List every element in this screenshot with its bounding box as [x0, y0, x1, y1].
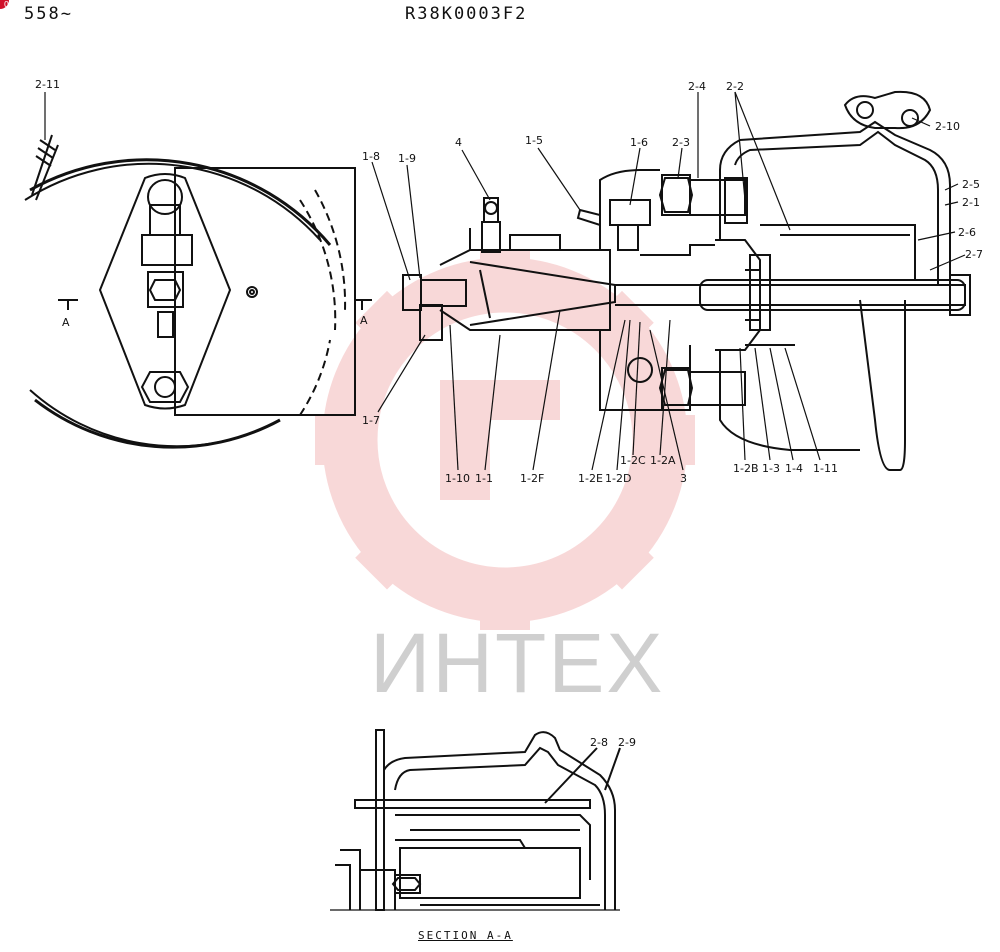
- page-badge: 0: [0, 0, 9, 9]
- callout-1-3: 1-3: [762, 462, 780, 475]
- callout-1-8: 1-8: [362, 150, 380, 163]
- wheel-flange-view: [24, 134, 372, 449]
- callout-4: 4: [455, 136, 462, 149]
- callout-1-10: 1-10: [445, 472, 470, 485]
- callout-1-4: 1-4: [785, 462, 803, 475]
- callout-leaders: [44, 91, 966, 471]
- callout-2-9: 2-9: [618, 736, 636, 749]
- section-a-a-labels: 2-8 2-9: [590, 736, 636, 749]
- callout-3: 3: [680, 472, 687, 485]
- callout-labels: 2-11 4 1-5 1-6 2-3 2-4 2-2 2-10 2-5 2-1 …: [35, 78, 983, 485]
- callout-2-7: 2-7: [965, 248, 983, 261]
- section-a-a-view: [330, 729, 621, 911]
- callout-2-3: 2-3: [672, 136, 690, 149]
- section-marker-right: A: [360, 314, 368, 327]
- serial-range: 558~: [24, 4, 73, 24]
- watermark-text: ИНТЕХ: [370, 616, 665, 710]
- callout-1-2D: 1-2D: [605, 472, 631, 485]
- callout-2-10: 2-10: [935, 120, 960, 133]
- callout-2-5: 2-5: [962, 178, 980, 191]
- callout-1-5: 1-5: [525, 134, 543, 147]
- section-caption: SECTION A-A: [418, 929, 513, 942]
- callout-2-2: 2-2: [726, 80, 744, 93]
- callout-2-11: 2-11: [35, 78, 60, 91]
- callout-1-2C: 1-2C: [620, 454, 646, 467]
- callout-1-2B: 1-2B: [733, 462, 759, 475]
- watermark-gear-logo: [315, 250, 695, 630]
- callout-2-8: 2-8: [590, 736, 608, 749]
- brake-chamber-assembly: [402, 90, 971, 471]
- callout-1-2A: 1-2A: [650, 454, 676, 467]
- callout-2-6: 2-6: [958, 226, 976, 239]
- callout-1-1: 1-1: [475, 472, 493, 485]
- callout-2-1: 2-1: [962, 196, 980, 209]
- callout-1-2E: 1-2E: [578, 472, 603, 485]
- callout-1-9: 1-9: [398, 152, 416, 165]
- callout-1-7: 1-7: [362, 414, 380, 427]
- callout-2-4: 2-4: [688, 80, 706, 93]
- callout-1-6: 1-6: [630, 136, 648, 149]
- callout-1-2F: 1-2F: [520, 472, 544, 485]
- section-marker-left: A: [62, 316, 70, 329]
- drawing-code: R38K0003F2: [405, 4, 528, 24]
- callout-1-11: 1-11: [813, 462, 838, 475]
